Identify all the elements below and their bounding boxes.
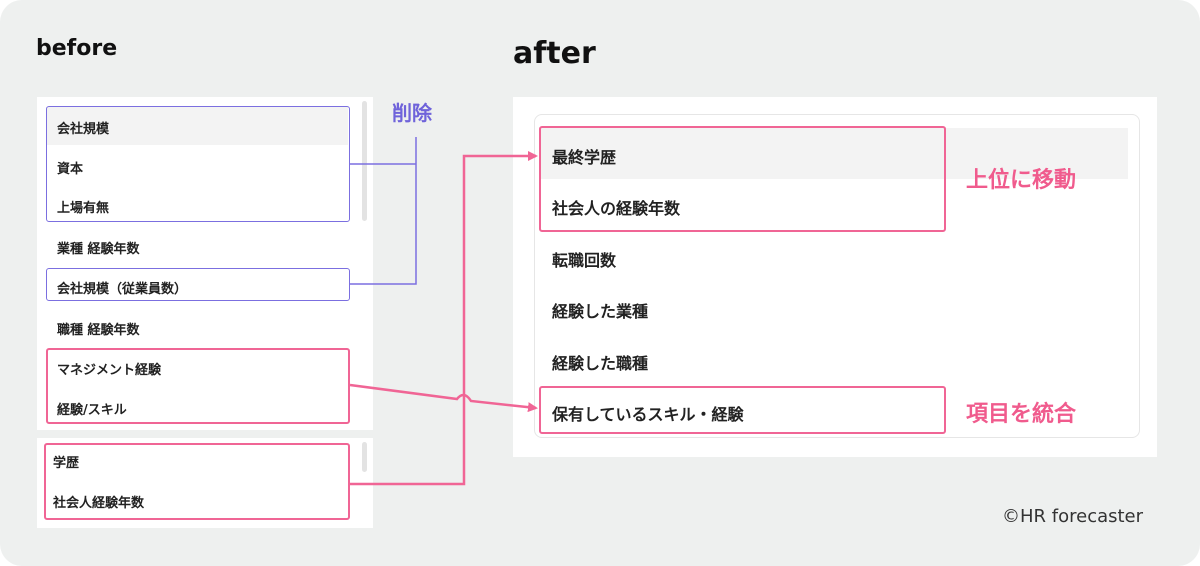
- before-item-company-size[interactable]: 会社規模: [57, 122, 110, 137]
- before-item-employee-count[interactable]: 会社規模（従業員数）: [57, 282, 188, 297]
- after-item-job-changes[interactable]: 転職回数: [552, 251, 617, 270]
- merge-arrow: [349, 383, 538, 413]
- before-heading: before: [36, 36, 118, 61]
- after-item-jobs[interactable]: 経験した職種: [552, 354, 649, 373]
- after-item-final-education[interactable]: 最終学歴: [552, 148, 617, 167]
- highlighted-row: [540, 128, 1128, 179]
- before-list-panel: [37, 97, 373, 430]
- before-item-experience-skill[interactable]: 経験/スキル: [57, 403, 127, 418]
- moved-items-box: [539, 126, 946, 232]
- before-item-listed[interactable]: 上場有無: [57, 201, 110, 216]
- after-heading: after: [513, 36, 596, 71]
- delete-bracket: [350, 137, 417, 285]
- move-up-arrow: [350, 151, 538, 486]
- after-item-work-years[interactable]: 社会人の経験年数: [552, 199, 681, 218]
- move-up-annotation: 上位に移動: [966, 168, 1077, 193]
- before-item-capital[interactable]: 資本: [57, 162, 84, 177]
- before-item-management[interactable]: マネジメント経験: [57, 363, 162, 378]
- credit-text: ©HR forecaster: [1002, 506, 1144, 527]
- before-item-industry-years[interactable]: 業種 経験年数: [57, 242, 140, 257]
- highlighted-row: [46, 107, 348, 145]
- move-source-box: [44, 443, 350, 520]
- merge-source-box: [46, 348, 350, 424]
- before-item-job-years[interactable]: 職種 経験年数: [57, 323, 140, 338]
- after-item-industries[interactable]: 経験した業種: [552, 302, 649, 321]
- scrollbar[interactable]: [362, 101, 367, 221]
- after-item-skills[interactable]: 保有しているスキル・経験: [552, 405, 744, 424]
- before-list-panel-2: [37, 438, 373, 528]
- merged-item-box: [539, 386, 946, 434]
- delete-box-company-group: [46, 106, 350, 222]
- before-item-work-years[interactable]: 社会人経験年数: [53, 496, 145, 511]
- before-item-education[interactable]: 学歴: [53, 456, 80, 471]
- merge-annotation: 項目を統合: [966, 402, 1077, 427]
- delete-box-employee-count: [46, 268, 350, 301]
- scrollbar[interactable]: [362, 442, 367, 472]
- delete-annotation: 削除: [392, 101, 432, 125]
